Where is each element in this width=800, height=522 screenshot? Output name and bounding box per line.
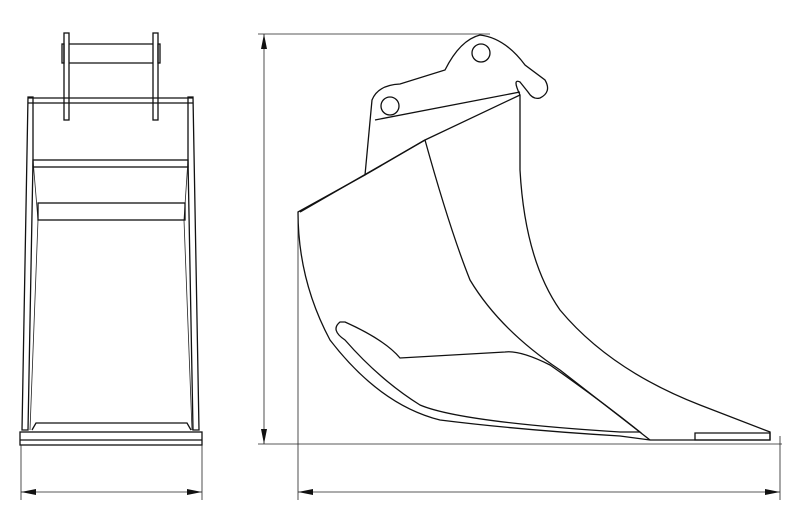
- lower-pin-hole: [380, 96, 400, 116]
- left-side-plate: [21, 96, 34, 431]
- right-ear-plate: [152, 32, 159, 121]
- upper-pin-hole: [471, 43, 491, 63]
- right-side-plate: [187, 96, 200, 431]
- cutting-edge: [694, 432, 771, 441]
- cross-bar-lower: [37, 202, 186, 221]
- left-ear-plate: [63, 32, 70, 121]
- side-view: [258, 33, 782, 500]
- cutting-edge: [19, 431, 203, 446]
- front-view: [19, 32, 203, 500]
- cross-bar-upper: [32, 159, 189, 168]
- bucket-floor-plate: [335, 321, 642, 433]
- bucket-outline: [297, 34, 771, 441]
